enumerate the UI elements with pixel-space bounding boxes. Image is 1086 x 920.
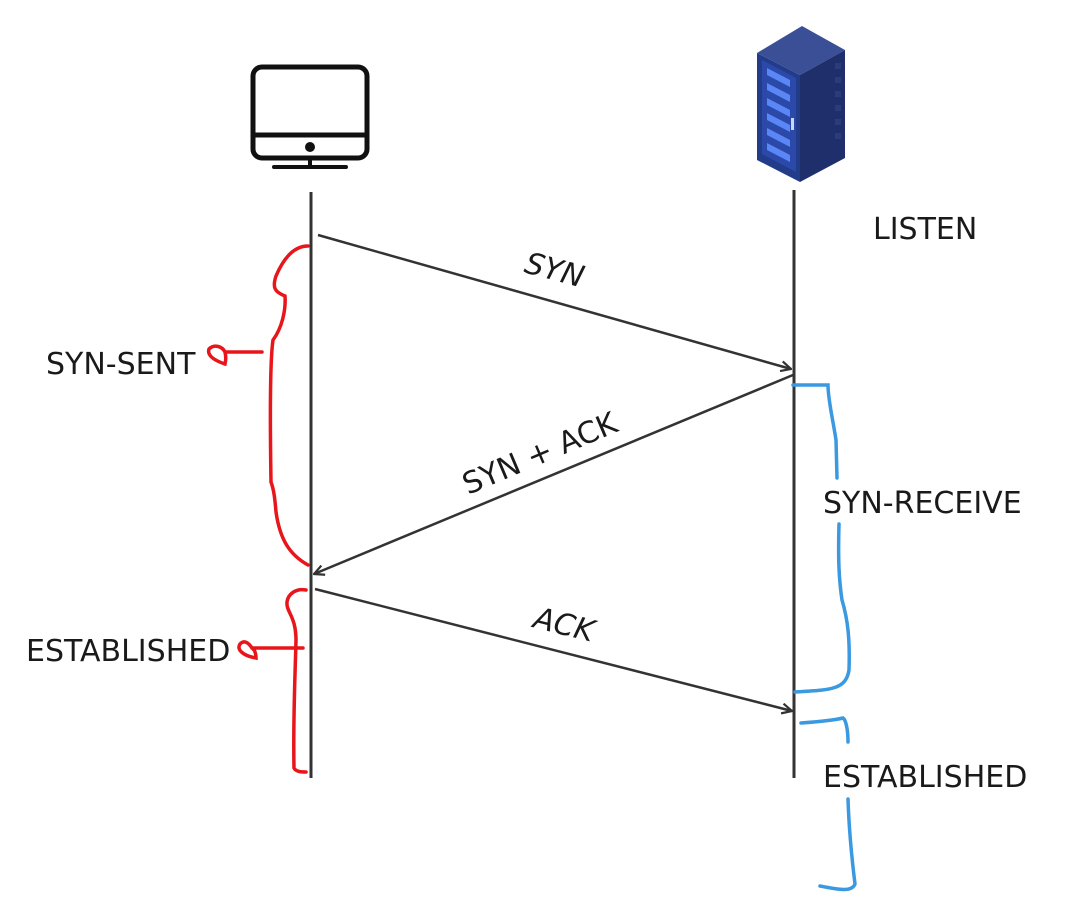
server-state-syn-receive: SYN-RECEIVE — [823, 486, 1022, 521]
ack-label: ACK — [528, 600, 600, 650]
client-bracket-syn-sent — [268, 244, 310, 567]
syn-ack-arrow — [314, 373, 794, 574]
server-bracket-syn-receive-lower — [793, 522, 851, 694]
client-pointer-established — [237, 640, 305, 661]
server-bracket-established-lower — [818, 797, 857, 892]
ack-arrow — [314, 587, 792, 711]
syn-ack-label: SYN + ACK — [457, 405, 623, 502]
client-state-established: ESTABLISHED — [26, 634, 230, 669]
server-bracket-syn-receive — [791, 383, 839, 480]
syn-label: SYN — [521, 246, 588, 295]
client-pointer-syn-sent — [206, 344, 264, 367]
server-state-listen: LISTEN — [873, 212, 977, 247]
syn-arrow — [317, 233, 791, 369]
client-state-syn-sent: SYN-SENT — [46, 347, 196, 382]
server-state-established: ESTABLISHED — [823, 760, 1027, 795]
server-bracket-established-upper — [799, 716, 850, 744]
desktop-monitor-icon — [250, 64, 370, 169]
server-rack-icon — [757, 26, 845, 182]
client-bracket-established — [285, 587, 308, 774]
